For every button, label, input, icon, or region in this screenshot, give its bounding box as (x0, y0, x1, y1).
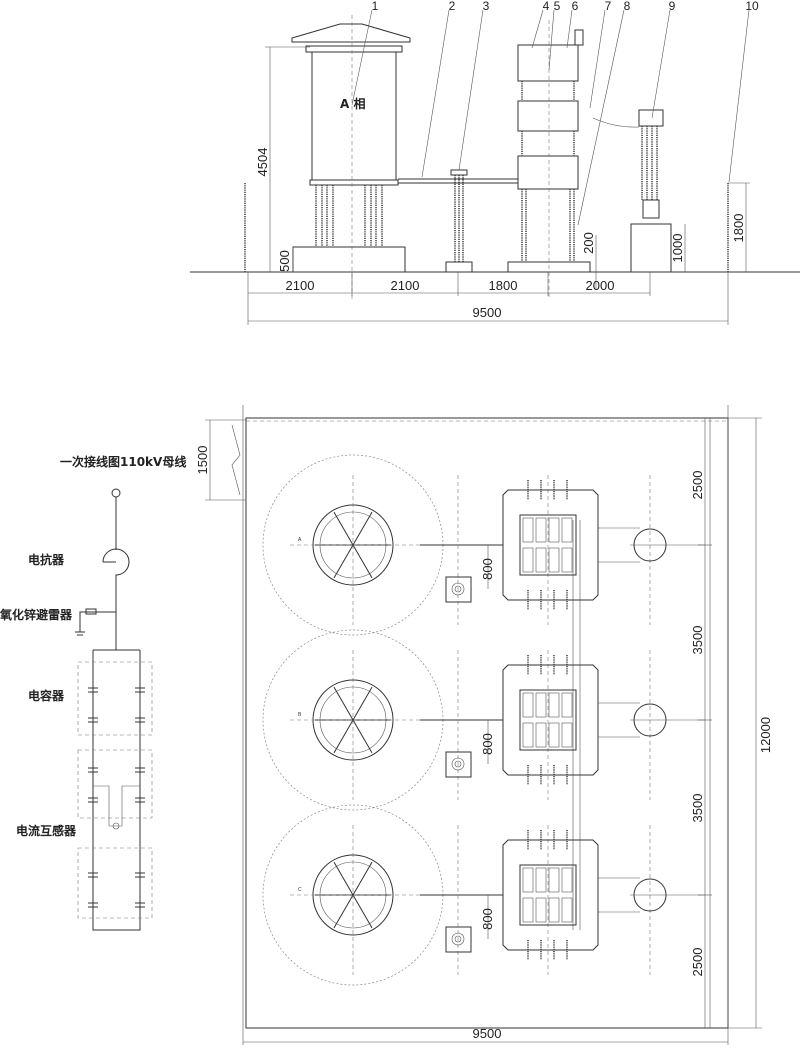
support-insulator-pad (445, 926, 472, 953)
capacitor-stack-plan (502, 664, 599, 776)
dim-800: 800 (480, 733, 495, 755)
elevation-view: A 相 (190, 0, 800, 325)
support-insulator-pad (445, 751, 472, 778)
callout-number: 2 (449, 0, 456, 13)
capacitor-symbol (135, 797, 145, 803)
unit-label: C (298, 887, 302, 893)
dim-4504: 4504 (255, 148, 270, 177)
unit-label: B (298, 712, 302, 718)
support-insulator-pad (445, 576, 472, 603)
capacitor-symbol (135, 767, 145, 773)
capacitor-symbol (135, 902, 145, 908)
callout-number: 9 (669, 0, 676, 13)
capacitor-bank-unit: 800 A (262, 454, 705, 636)
capacitor-group-2 (77, 749, 153, 819)
dim-1800: 1800 (731, 214, 746, 243)
fence-outline (245, 417, 729, 1029)
ct-connection (93, 785, 140, 827)
capacitor-stack-elevation (507, 20, 591, 300)
dim-500: 500 (277, 250, 292, 272)
capacitor-symbol (88, 872, 98, 878)
plan-view: 1500 2500 3500 3500 2500 12000 9500 800 A… (195, 405, 773, 1045)
callout-number: 10 (745, 0, 759, 13)
single-line-diagram: 一次接线图110kV母线 电抗器 氧化锌避雷器 电容器 电流互感器 (0, 454, 186, 931)
sld-title: 一次接线图110kV母线 (60, 454, 186, 469)
capacitor-bank-unit: 800 C (262, 804, 705, 986)
capacitor-symbol (135, 687, 145, 693)
capacitor-stack-plan (502, 489, 599, 601)
elevation-dimensions: 4504 500 200 1000 1800 2100 2100 1800 20… (247, 46, 750, 325)
callout-number: 4 (543, 0, 550, 13)
dim-800: 800 (480, 908, 495, 930)
dim-800: 800 (480, 558, 495, 580)
dim-row-3: 3500 (690, 794, 705, 823)
label-ct: 电流互感器 (16, 823, 77, 838)
callout-number: 8 (624, 0, 631, 13)
dim-spacing-1: 2100 (286, 278, 315, 293)
dim-200: 200 (581, 232, 596, 254)
dim-spacing-3: 1800 (489, 278, 518, 293)
arrester-symbol (75, 611, 116, 636)
dim-spacing-4: 2000 (586, 278, 615, 293)
capacitor-symbol (135, 717, 145, 723)
label-capacitor: 电容器 (28, 688, 65, 703)
dim-row-1: 2500 (690, 471, 705, 500)
dim-1500: 1500 (195, 446, 210, 475)
bus-node (111, 488, 121, 498)
callout-number: 7 (605, 0, 612, 13)
label-arrester: 氧化锌避雷器 (0, 607, 73, 622)
capacitor-stack-plan (502, 839, 599, 951)
capacitor-bank-unit: 800 B (262, 629, 705, 811)
dim-12000: 12000 (758, 717, 773, 753)
capacitor-group-1 (77, 661, 153, 736)
capacitor-symbol (88, 767, 98, 773)
ct-symbol (112, 822, 120, 830)
capacitor-symbol (88, 902, 98, 908)
reactor-symbol (102, 548, 130, 650)
capacitor-symbol (88, 687, 98, 693)
callout-leaders (351, 9, 750, 226)
current-transformer-elevation (592, 109, 672, 273)
capacitor-symbol (88, 717, 98, 723)
phase-label: A 相 (340, 96, 365, 111)
reactor-elevation: A 相 (291, 15, 411, 300)
capacitor-group-3 (77, 847, 153, 919)
dim-row-2: 3500 (690, 626, 705, 655)
capacitor-symbol (88, 797, 98, 803)
callout-number: 3 (483, 0, 490, 13)
dim-total-width-plan: 9500 (473, 1026, 502, 1041)
dim-spacing-2: 2100 (391, 278, 420, 293)
dim-1000: 1000 (670, 234, 685, 263)
dim-row-4: 2500 (690, 948, 705, 977)
label-reactor: 电抗器 (28, 552, 65, 567)
entry-detail (205, 419, 246, 501)
callout-number: 1 (372, 0, 379, 13)
callout-number: 5 (554, 0, 561, 13)
dim-total-width-elevation: 9500 (473, 305, 502, 320)
callout-number: 6 (572, 0, 579, 13)
support-insulator (445, 169, 473, 273)
capacitor-symbol (135, 872, 145, 878)
unit-label: A (298, 537, 302, 543)
